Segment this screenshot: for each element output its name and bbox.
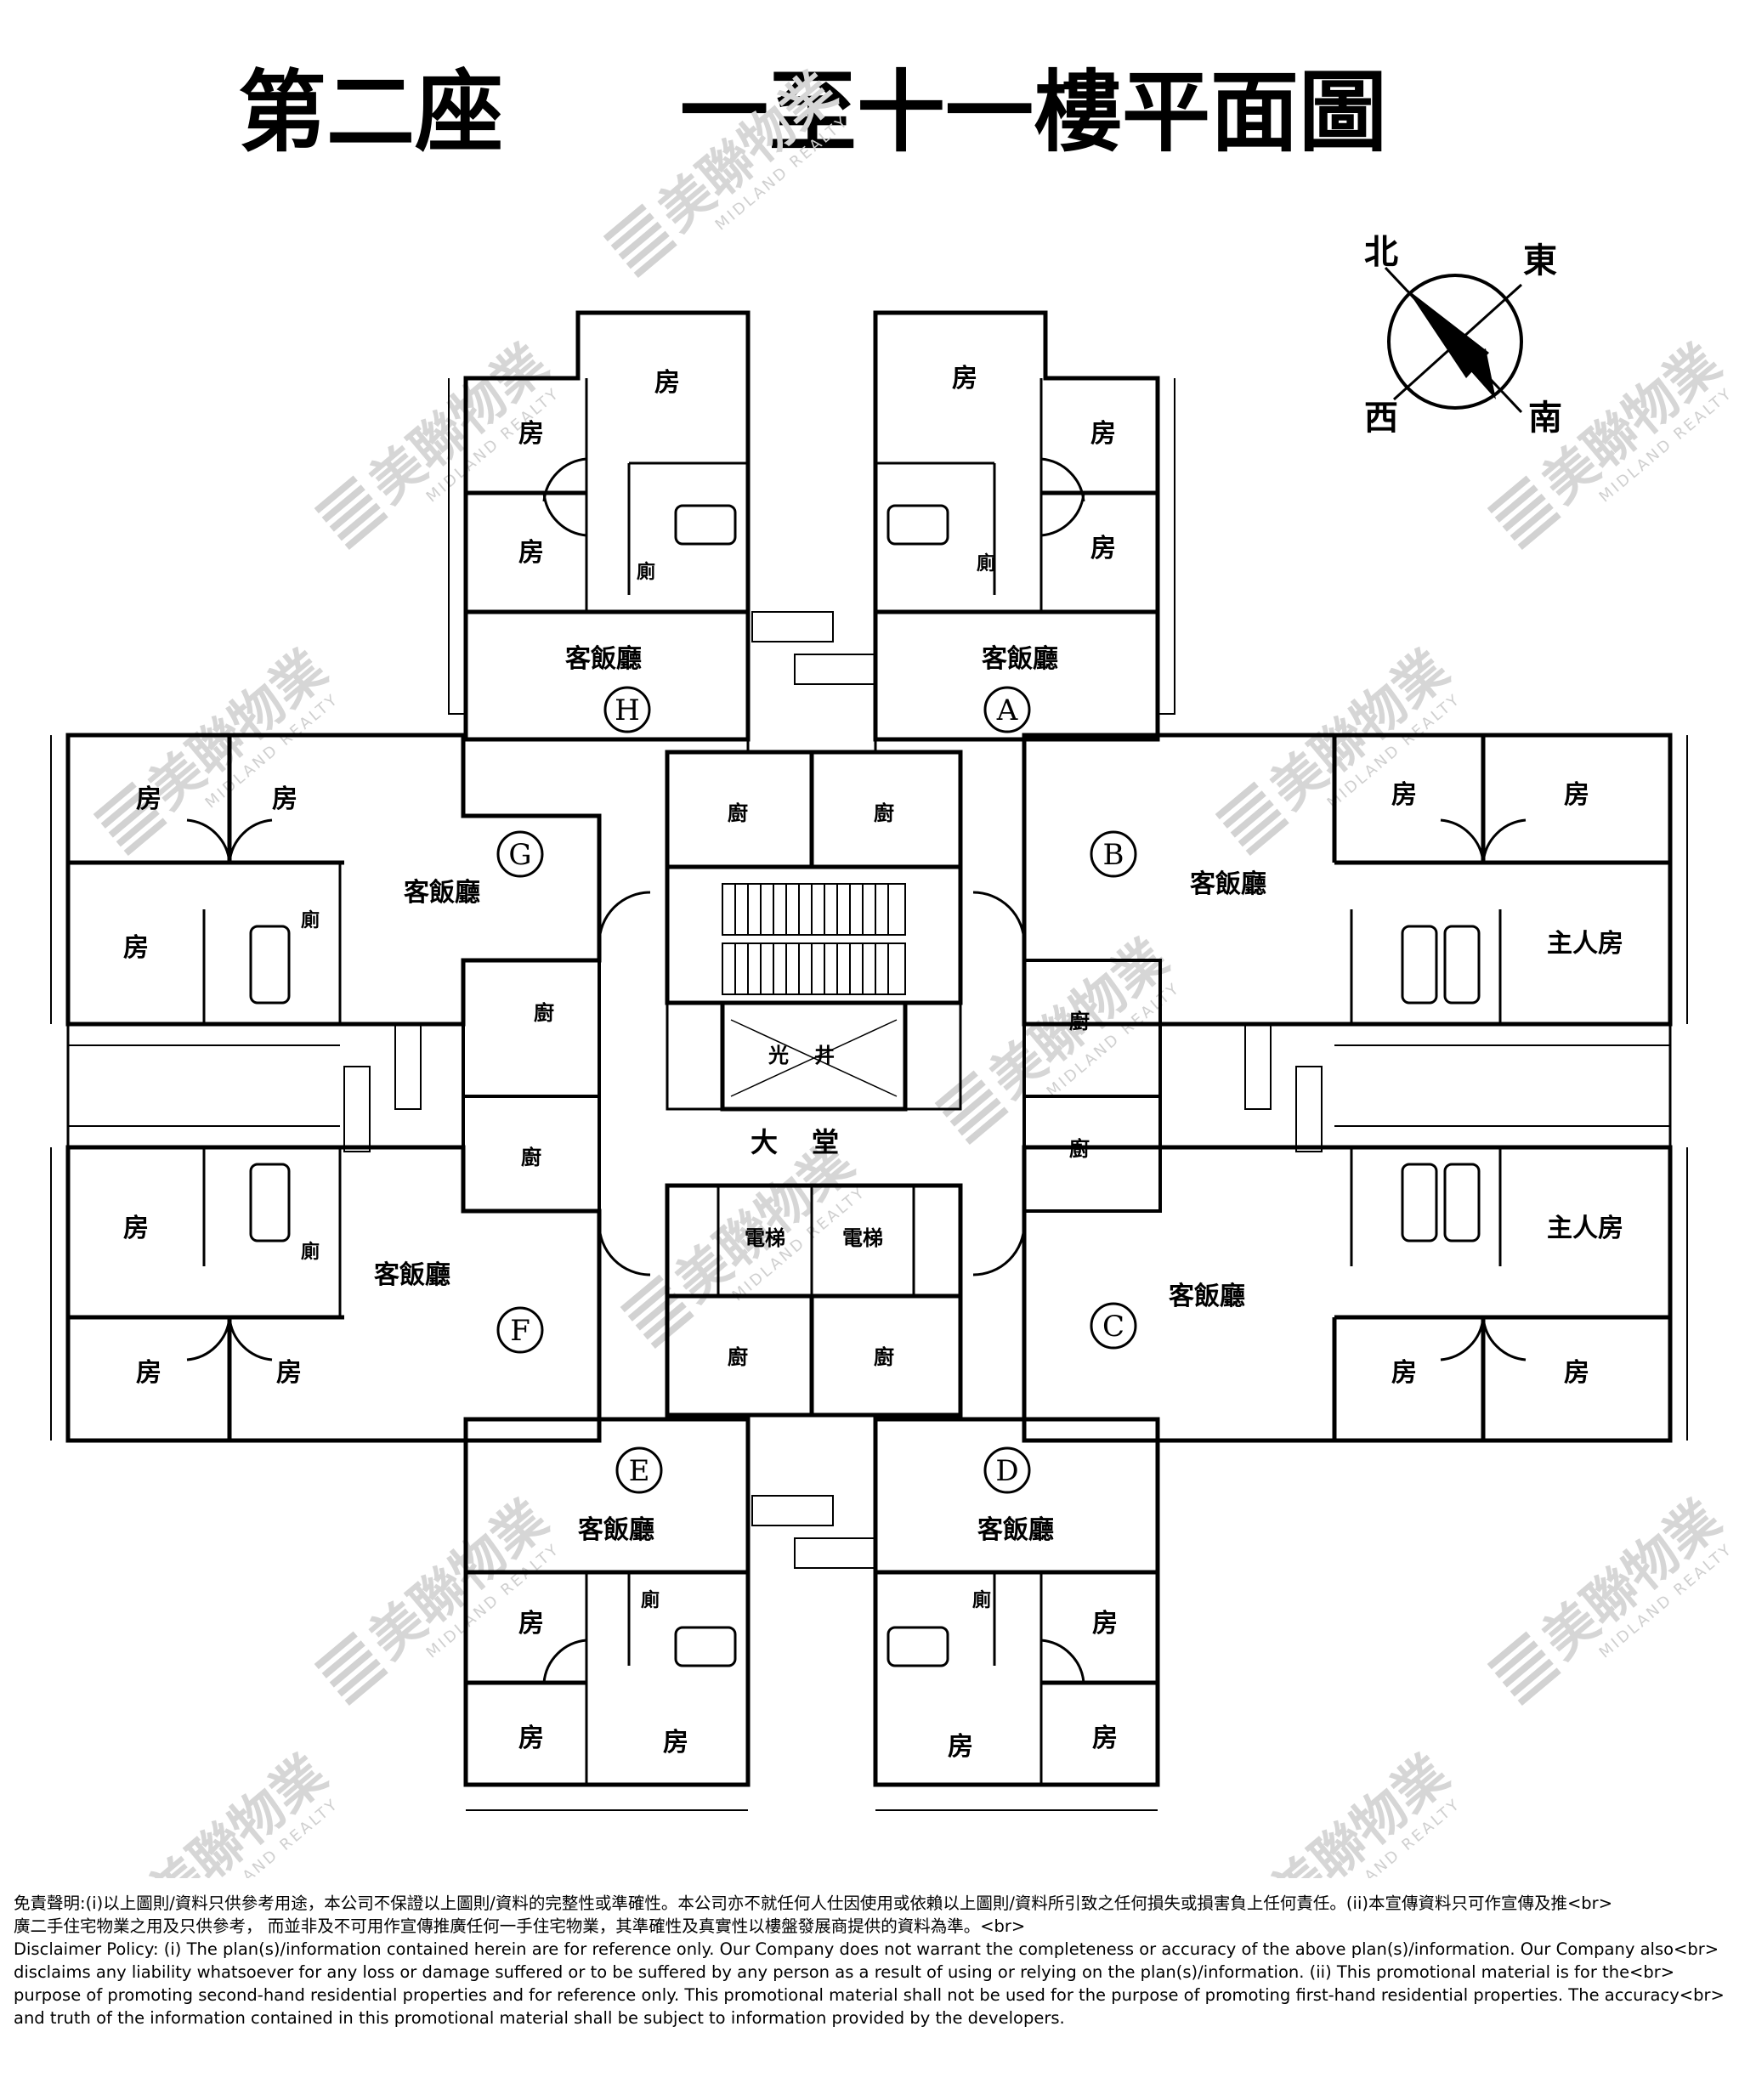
room-label-kitchen: 廚 xyxy=(874,1344,894,1369)
room-label-bathroom: 廁 xyxy=(301,909,320,931)
room-label-bedroom: 房 xyxy=(123,1214,149,1243)
room-label-bedroom: 房 xyxy=(518,1609,544,1639)
unit-marker-d: D xyxy=(983,1446,1031,1494)
stairs xyxy=(343,611,1323,1569)
room-label-kitchen: 廚 xyxy=(728,1344,748,1369)
room-label-kitchen: 廚 xyxy=(521,1145,541,1169)
compass-north: 北 xyxy=(1364,232,1398,272)
room-label-master-bedroom: 主人房 xyxy=(1547,929,1623,959)
room-label-master-bedroom: 主人房 xyxy=(1547,1214,1623,1243)
room-label-kitchen: 廚 xyxy=(534,1000,554,1025)
compass-east: 東 xyxy=(1523,241,1557,280)
room-label-bedroom: 房 xyxy=(1391,780,1417,810)
disclaimer: 免責聲明:(i)以上圖則/資料只供參考用途，本公司不保證以上圖則/資料的完整性或… xyxy=(14,1892,1725,2029)
unit-marker-b: B xyxy=(1090,830,1137,878)
room-label-bedroom: 房 xyxy=(1090,419,1116,449)
room-label-bedroom: 房 xyxy=(1564,780,1589,810)
unit-letter: E xyxy=(629,1454,650,1488)
watermark-brand-cn: 美聯物業 xyxy=(1259,1743,1460,1878)
room-label-living-dining: 客飯廳 xyxy=(982,644,1058,674)
watermark-brand-cn: 美聯物業 xyxy=(137,1743,338,1878)
compass-south: 南 xyxy=(1528,398,1562,438)
unit-letter: A xyxy=(996,693,1018,727)
room-label-living-dining: 客飯廳 xyxy=(374,1260,450,1290)
unit-marker-g: G xyxy=(496,830,544,878)
room-label-bedroom: 房 xyxy=(1391,1358,1417,1388)
room-label-living-dining: 客飯廳 xyxy=(404,878,480,908)
unit-marker-a: A xyxy=(983,686,1031,733)
lift-label: 電梯 xyxy=(842,1225,883,1250)
room-label-living-dining: 客飯廳 xyxy=(565,644,642,674)
disclaimer-line: 免責聲明:(i)以上圖則/資料只供參考用途，本公司不保證以上圖則/資料的完整性或… xyxy=(14,1893,1613,1913)
room-label-bedroom: 房 xyxy=(518,1724,544,1753)
room-label-bedroom: 房 xyxy=(948,1732,973,1762)
room-label-kitchen: 廚 xyxy=(728,801,748,825)
room-labels: 房 房 房 客飯廳 廁 房 房 房 客飯廳 廁 房 房 房 客飯廳 廁 房 房 … xyxy=(123,364,1623,1762)
room-label-bathroom: 廁 xyxy=(977,552,995,575)
room-label-bedroom: 房 xyxy=(276,1358,302,1388)
door-swings xyxy=(186,457,1527,1684)
unit-letter: F xyxy=(510,1314,530,1348)
room-label-living-dining: 客飯廳 xyxy=(977,1515,1054,1545)
room-label-bathroom: 廁 xyxy=(301,1241,320,1263)
title-floors: 一至十一樓平面圖 xyxy=(680,59,1388,164)
disclaimer-line: Disclaimer Policy: (i) The plan(s)/infor… xyxy=(14,1939,1719,1959)
disclaimer-line: disclaims any liability whatsoever for a… xyxy=(14,1962,1675,1982)
unit-marker-c: C xyxy=(1090,1302,1137,1350)
unit-letter: H xyxy=(615,693,640,727)
compass-west: 西 xyxy=(1364,398,1398,438)
room-label-bedroom: 房 xyxy=(272,784,297,814)
plan-title: 第二座 一至十一樓平面圖 xyxy=(238,53,1387,172)
room-label-living-dining: 客飯廳 xyxy=(1190,869,1266,899)
title-block: 第二座 xyxy=(238,59,504,164)
bath-fixtures xyxy=(249,504,1481,1667)
room-label-kitchen: 廚 xyxy=(1069,1136,1090,1161)
disclaimer-line: 廣二手住宅物業之用及只供參考， 而並非及不可用作宣傳推廣任何一手住宅物業，其準確… xyxy=(14,1916,1026,1936)
room-label-bedroom: 房 xyxy=(663,1728,688,1758)
room-label-bedroom: 房 xyxy=(518,419,544,449)
unit-markers: A B C D E F G H xyxy=(496,686,1137,1494)
room-label-bedroom: 房 xyxy=(518,538,544,568)
room-label-bedroom: 房 xyxy=(1092,1609,1118,1639)
unit-letter: D xyxy=(995,1454,1018,1488)
room-label-bedroom: 房 xyxy=(136,1358,161,1388)
room-label-living-dining: 客飯廳 xyxy=(1169,1282,1245,1311)
unit-letter: C xyxy=(1102,1310,1124,1344)
unit-marker-f: F xyxy=(496,1306,544,1354)
unit-marker-e: E xyxy=(615,1446,663,1494)
room-label-bathroom: 廁 xyxy=(641,1589,660,1611)
walls xyxy=(50,310,1688,1811)
disclaimer-line: purpose of promoting second-hand residen… xyxy=(14,1985,1725,2005)
room-label-bedroom: 房 xyxy=(123,933,149,963)
light-well-label: 光井 xyxy=(768,1043,860,1067)
lift-label: 電梯 xyxy=(745,1225,785,1250)
room-label-bedroom: 房 xyxy=(952,364,977,393)
room-label-kitchen: 廚 xyxy=(874,801,894,825)
unit-marker-h: H xyxy=(603,686,651,733)
compass: 北 東 南 西 xyxy=(1364,232,1562,438)
room-label-bedroom: 房 xyxy=(1092,1724,1118,1753)
room-label-bathroom: 廁 xyxy=(972,1589,991,1611)
room-label-living-dining: 客飯廳 xyxy=(578,1515,654,1545)
lobby-label: 大堂 xyxy=(751,1126,873,1158)
room-label-bedroom: 房 xyxy=(654,368,680,398)
room-label-bedroom: 房 xyxy=(136,784,161,814)
room-label-bedroom: 房 xyxy=(1564,1358,1589,1388)
unit-letter: G xyxy=(508,838,531,872)
unit-letter: B xyxy=(1103,838,1124,872)
disclaimer-line: and truth of the information contained i… xyxy=(14,2008,1065,2028)
room-label-bathroom: 廁 xyxy=(637,561,655,583)
room-label-bedroom: 房 xyxy=(1090,534,1116,563)
room-label-kitchen: 廚 xyxy=(1069,1009,1090,1033)
